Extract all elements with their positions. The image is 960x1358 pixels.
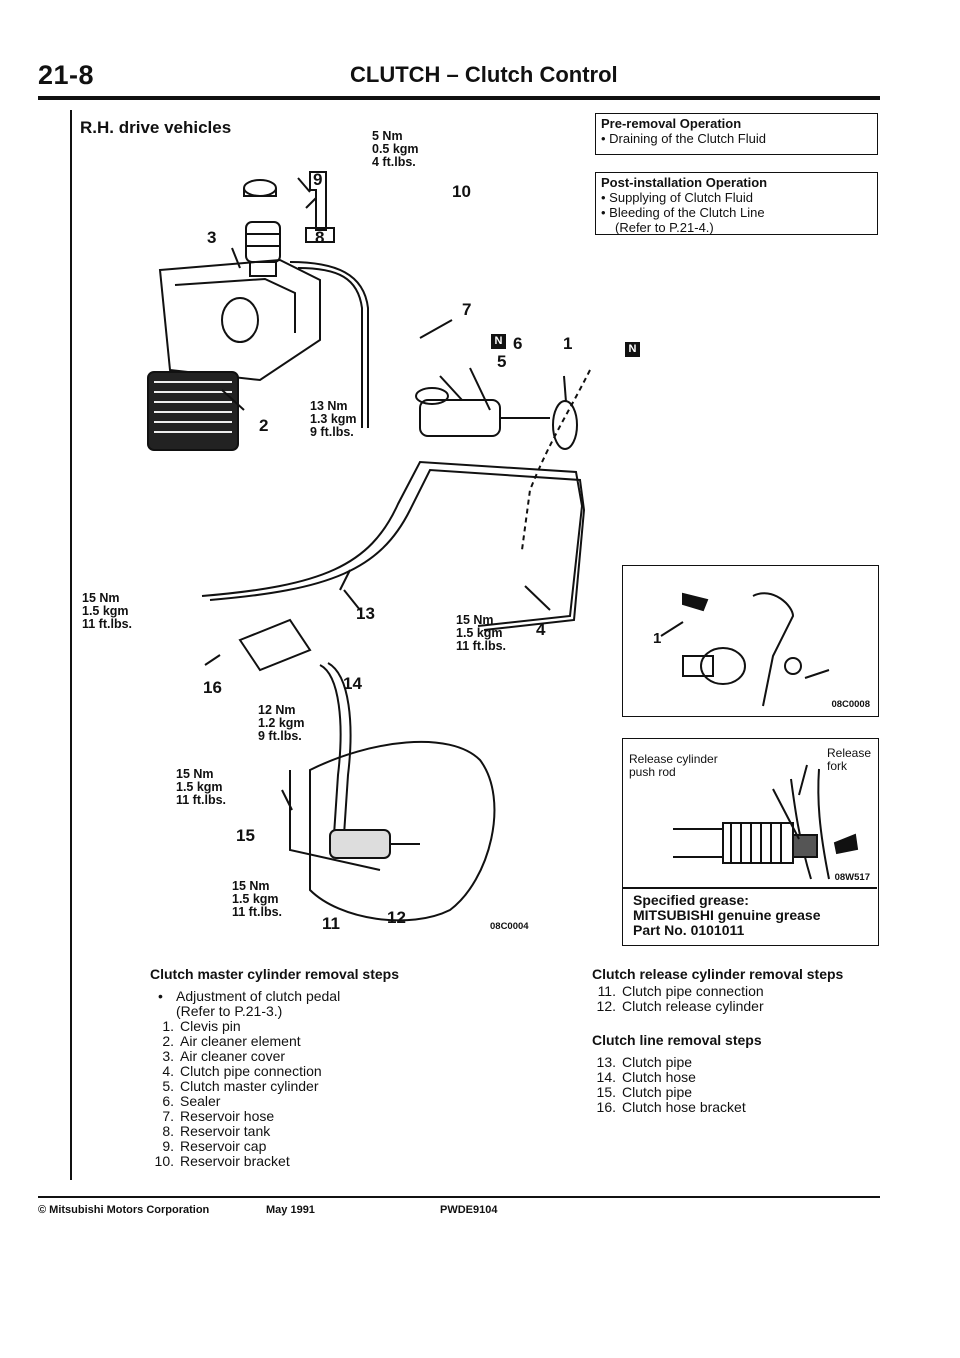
footer-doc-code: PWDE9104 (440, 1204, 498, 1216)
push-rod-drawing (673, 764, 859, 880)
list-item: 4.Clutch pipe connection (162, 1063, 322, 1079)
grease-spec-part: Part No. 0101011 (633, 922, 745, 938)
left-margin-rule (70, 110, 72, 1180)
callout-9: 9 (313, 170, 323, 189)
list-item: 1.Clevis pin (162, 1018, 241, 1034)
section-title: CLUTCH – Clutch Control (350, 62, 618, 87)
list-item: 5.Clutch master cylinder (162, 1078, 319, 1094)
clutch-line-steps: Clutch line removal steps 13.Clutch pipe… (592, 1033, 882, 1115)
pre-removal-item: • Draining of the Clutch Fluid (601, 131, 766, 146)
figure-code-main: 08C0004 (490, 921, 529, 932)
list-item: 8.Reservoir tank (162, 1123, 271, 1139)
list-item: 7.Reservoir hose (162, 1108, 275, 1124)
clevis-pin-inset: 1 08C0008 (622, 565, 879, 717)
post-installation-item: • Supplying of Clutch Fluid (601, 190, 753, 205)
variant-label: R.H. drive vehicles (80, 118, 232, 137)
inset-divider (623, 887, 877, 889)
label-release-cylinder-push-rod: Release cylinder push rod (629, 752, 718, 779)
list-item: 13.Clutch pipe (596, 1054, 693, 1070)
torque-release-cylinder: 15 Nm 1.5 kgm 11 ft.lbs. (232, 879, 283, 919)
callout-13: 13 (356, 604, 375, 623)
callout-1: 1 (563, 334, 573, 353)
list-item: (Refer to P.21-3.) (176, 1003, 283, 1019)
page-number: 21-8 (38, 60, 95, 90)
callout-6: 6 (513, 334, 523, 353)
torque-pipe-right: 15 Nm 1.5 kgm 11 ft.lbs. (456, 613, 507, 653)
post-installation-item: • Bleeding of the Clutch Line (601, 205, 765, 220)
torque-pipe-left: 15 Nm 1.5 kgm 11 ft.lbs. (82, 591, 133, 631)
list-item: 10.Reservoir bracket (154, 1153, 290, 1169)
post-installation-title: Post-installation Operation (601, 175, 768, 190)
list-item: 16.Clutch hose bracket (596, 1099, 746, 1115)
callout-2: 2 (259, 416, 269, 435)
master-steps-title: Clutch master cylinder removal steps (150, 966, 399, 982)
figure-code-clevis: 08C0008 (831, 699, 870, 710)
label-release-fork: Release fork (827, 746, 872, 773)
sealer-symbol-n-2: N (625, 342, 640, 357)
callout-8: 8 (315, 228, 325, 247)
post-installation-item: (Refer to P.21-4.) (615, 220, 714, 235)
figure-code-grease: 08W517 (834, 872, 870, 883)
torque-hose: 12 Nm 1.2 kgm 9 ft.lbs. (258, 703, 305, 743)
grease-spec-title: Specified grease: (633, 892, 749, 908)
list-item: 3.Air cleaner cover (162, 1048, 286, 1064)
footer-date: May 1991 (266, 1204, 315, 1216)
list-item: 6.Sealer (162, 1093, 221, 1109)
grease-spec-brand: MITSUBISHI genuine grease (633, 907, 821, 923)
callout-11: 11 (322, 914, 340, 933)
torque-reservoir-cap: 5 Nm 0.5 kgm 4 ft.lbs. (372, 129, 419, 169)
release-cylinder-steps: Clutch release cylinder removal steps 11… (592, 967, 882, 1014)
list-item: 2.Air cleaner element (162, 1033, 301, 1049)
list-item: 9.Reservoir cap (162, 1138, 267, 1154)
list-item: 11.Clutch pipe connection (597, 983, 764, 999)
callout-7: 7 (462, 300, 472, 319)
header-rule (38, 96, 880, 100)
callout-15: 15 (236, 826, 255, 845)
clevis-pin-drawing (660, 592, 830, 707)
pre-removal-box: Pre-removal Operation • Draining of the … (595, 113, 878, 155)
post-installation-box: Post-installation Operation • Supplying … (595, 172, 878, 235)
inset-callout-1: 1 (653, 630, 662, 647)
list-item: •Adjustment of clutch pedal (158, 988, 341, 1004)
master-cylinder-steps: Clutch master cylinder removal steps •Ad… (150, 967, 480, 1169)
pre-removal-title: Pre-removal Operation (601, 116, 742, 131)
callout-4: 4 (536, 620, 546, 639)
callout-3: 3 (207, 228, 217, 247)
list-item: 15.Clutch pipe (596, 1084, 693, 1100)
torque-master-cylinder: 13 Nm 1.3 kgm 9 ft.lbs. (310, 399, 357, 439)
callout-12: 12 (387, 908, 406, 927)
callout-14: 14 (343, 674, 362, 693)
grease-spec-inset: Release cylinder push rod Release fork 0… (622, 738, 879, 946)
list-item: 14.Clutch hose (596, 1069, 696, 1085)
callout-5: 5 (497, 352, 507, 371)
clutch-exploded-diagram (147, 171, 591, 922)
list-item: 12.Clutch release cylinder (596, 998, 764, 1014)
line-steps-title: Clutch line removal steps (592, 1032, 762, 1048)
sealer-symbol-n: N (491, 334, 506, 349)
footer-copyright: © Mitsubishi Motors Corporation (38, 1204, 210, 1216)
release-steps-title: Clutch release cylinder removal steps (592, 966, 844, 982)
callout-10: 10 (452, 182, 471, 201)
callout-16: 16 (203, 678, 222, 697)
torque-bracket: 15 Nm 1.5 kgm 11 ft.lbs. (176, 767, 227, 807)
footer-rule (38, 1196, 880, 1198)
